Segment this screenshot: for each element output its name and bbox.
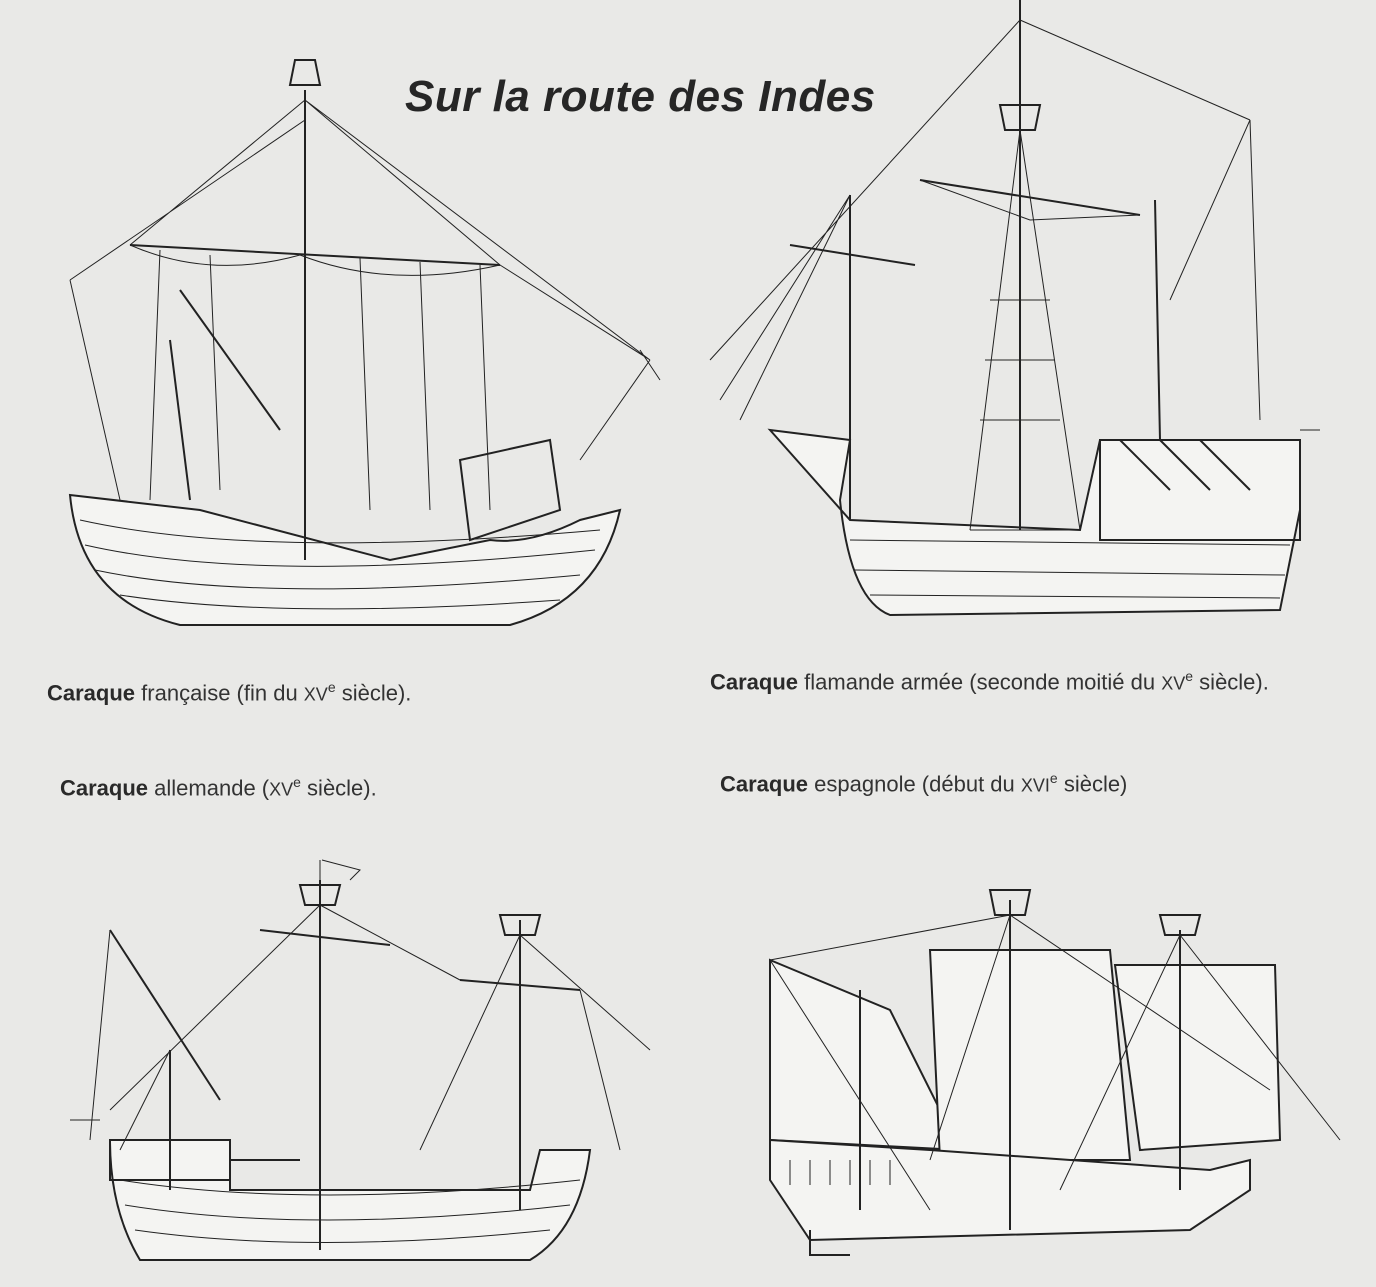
illustration-spanish-carrack (769, 889, 1341, 1256)
caption-century: XVI (1020, 775, 1050, 796)
caption-century: XV (1161, 673, 1186, 694)
caption-century: XV (303, 684, 328, 705)
caption-french-carrack: Caraque française (fin du XVe siècle). (47, 673, 411, 708)
caption-label: Caraque (710, 669, 799, 695)
caption-flemish-carrack: Caraque flamande armée (seconde moitié d… (710, 662, 1310, 697)
caption-text-end: siècle). (1193, 669, 1269, 695)
caption-label: Caraque (60, 775, 149, 801)
caption-text: française (fin du (135, 680, 304, 706)
illustration-flemish-carrack (709, 0, 1320, 617)
caption-text-end: siècle) (1057, 771, 1128, 797)
caption-label: Caraque (47, 680, 136, 706)
caption-text: flamande armée (seconde moitié du (798, 669, 1162, 695)
caption-sup: e (1185, 668, 1194, 684)
caption-german-carrack: Caraque allemande (XVe siècle). (60, 768, 377, 803)
caption-sup: e (293, 774, 301, 790)
caption-text-end: siècle). (335, 680, 412, 706)
caption-century: XV (269, 779, 294, 800)
caption-text: allemande ( (148, 775, 270, 801)
caption-sup: e (1049, 770, 1058, 786)
illustration-french-carrack (68, 59, 661, 626)
caption-label: Caraque (720, 771, 809, 797)
caption-text: espagnole (début du (808, 771, 1021, 797)
caption-text-end: siècle). (300, 775, 377, 801)
caption-spanish-carrack: Caraque espagnole (début du XVIe siècle) (720, 764, 1127, 799)
page-title: Sur la route des Indes (405, 72, 876, 121)
illustration-german-carrack (70, 859, 651, 1261)
caption-sup: e (327, 679, 336, 695)
